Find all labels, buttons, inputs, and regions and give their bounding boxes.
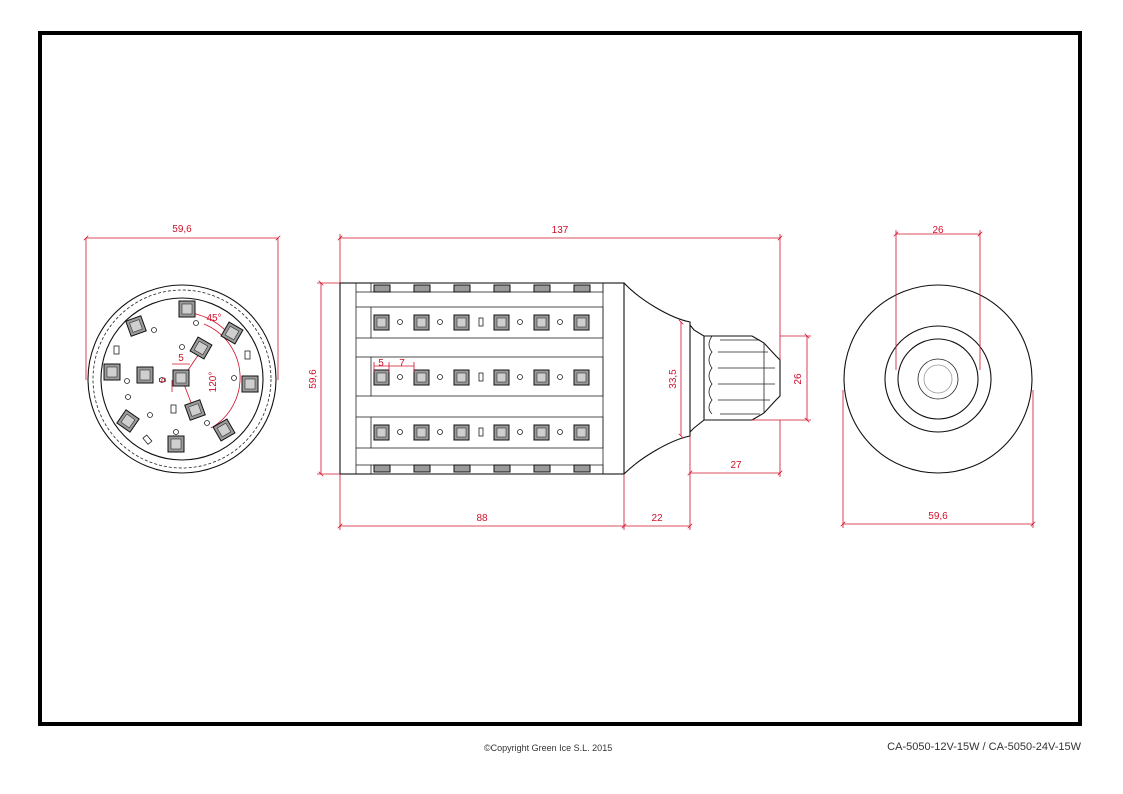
led-pitch-label-a: 5 bbox=[378, 358, 384, 369]
angle-45-label: 45° bbox=[206, 313, 221, 324]
led-spacing-label-a: 5 bbox=[178, 353, 184, 364]
front-view bbox=[83, 235, 281, 474]
rear-diameter-label: 59,6 bbox=[928, 511, 948, 522]
side-view bbox=[317, 234, 811, 530]
body-length-label: 88 bbox=[476, 513, 488, 524]
sheet-frame bbox=[38, 31, 1082, 726]
base-diameter-label: 26 bbox=[793, 373, 804, 385]
angle-120-label: 120° bbox=[208, 372, 219, 393]
copyright-notice: ©Copyright Green Ice S.L. 2015 bbox=[484, 743, 613, 753]
neck-diameter-label: 33,5 bbox=[668, 369, 679, 389]
total-length-label: 137 bbox=[552, 225, 569, 236]
rear-inner-diameter-label: 26 bbox=[932, 225, 944, 236]
rear-view bbox=[840, 230, 1036, 528]
model-number: CA-5050-12V-15W / CA-5050-24V-15W bbox=[887, 741, 1081, 753]
front-diameter-label: 59,6 bbox=[172, 224, 192, 235]
front-led-group bbox=[103, 300, 259, 453]
base-length-label: 27 bbox=[730, 460, 742, 471]
led-pitch-label-b: 7 bbox=[399, 358, 405, 369]
body-height-label: 59,6 bbox=[308, 369, 319, 389]
side-led-strips bbox=[355, 282, 604, 475]
led-spacing-label-b: 5 bbox=[158, 377, 169, 383]
neck-length-label: 22 bbox=[651, 513, 663, 524]
